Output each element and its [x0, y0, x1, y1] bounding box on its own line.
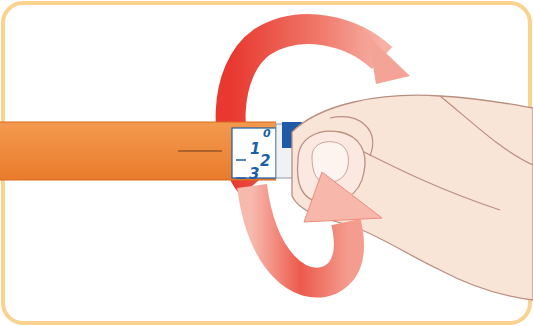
- dose-number: 2: [260, 154, 270, 169]
- dose-number: 0: [263, 128, 271, 139]
- thumbnail: [312, 142, 348, 183]
- dose-number: 1: [250, 142, 260, 157]
- rotation-arrowhead: [368, 36, 410, 84]
- dose-number: 3: [249, 167, 259, 182]
- pen-mark: [178, 150, 222, 151]
- rotation-arrowhead: [304, 172, 382, 222]
- pen-body: [0, 122, 276, 180]
